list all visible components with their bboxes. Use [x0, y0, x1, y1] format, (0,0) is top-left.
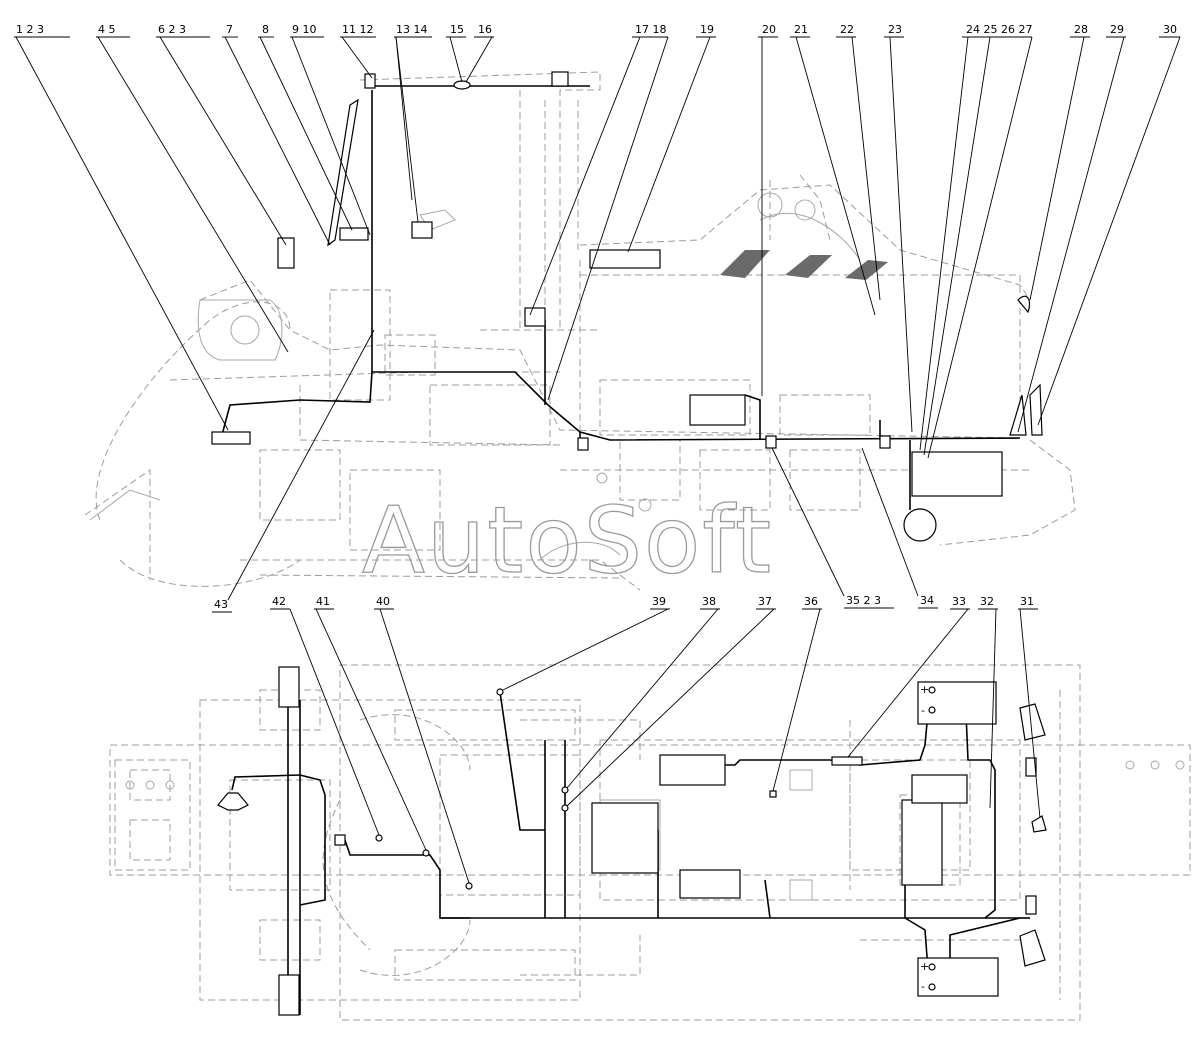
- connector-b: [765, 435, 777, 449]
- watermark-text: AutoSoft: [362, 487, 773, 594]
- dome-lamp: [453, 80, 471, 90]
- horn: [903, 508, 937, 542]
- battery-terminals: + - + -: [920, 683, 936, 993]
- callout-35-2-3: 35 2 3: [846, 594, 881, 607]
- terminal-plus-1: +: [920, 683, 929, 696]
- horn-top: [1031, 815, 1047, 833]
- compressor: [911, 774, 968, 804]
- node-36: [769, 790, 777, 798]
- callout-31: 31: [1020, 595, 1034, 608]
- front-lamp: [1029, 383, 1043, 436]
- node-42: [375, 834, 383, 842]
- front-marker-upper: [1025, 757, 1037, 777]
- cab-lamp: [277, 237, 295, 269]
- callout-28: 28: [1074, 23, 1088, 36]
- headlamp-front: [1017, 295, 1031, 314]
- front-marker-lower: [1025, 895, 1037, 915]
- callout-40: 40: [376, 595, 390, 608]
- callout-34: 34: [920, 594, 934, 607]
- callout-21: 21: [794, 23, 808, 36]
- rear-lamp-pair: [217, 792, 249, 811]
- front-headlamp-left: [1019, 929, 1046, 967]
- terminal-minus-2: -: [921, 980, 925, 993]
- leader-lines-top: [15, 36, 1181, 459]
- node-40: [465, 882, 473, 890]
- callouts-middle: 43 35 2 3 34: [212, 329, 938, 613]
- callout-33: 33: [952, 595, 966, 608]
- callout-30: 30: [1163, 23, 1177, 36]
- callout-29: 29: [1110, 23, 1124, 36]
- callout-8: 8: [262, 23, 269, 36]
- callout-6-2-3: 6 2 3: [158, 23, 186, 36]
- rear-axle-lamp: [278, 974, 300, 1016]
- connector-a: [577, 437, 589, 451]
- front-headlamp-right: [1019, 703, 1046, 741]
- starter: [689, 394, 746, 426]
- connector-c: [879, 435, 891, 449]
- callout-43: 43: [214, 598, 228, 611]
- connector-top: [334, 834, 346, 846]
- control-unit: [591, 802, 659, 874]
- callout-16: 16: [478, 23, 492, 36]
- callout-42: 42: [272, 595, 286, 608]
- roof-module: [551, 71, 569, 87]
- side-view: 1 2 3 4 5 6 2 3 7 8 9 10 11 12 13 14 15 …: [14, 23, 1181, 591]
- battery-rear: [917, 957, 999, 997]
- node-41: [422, 849, 430, 857]
- callout-17-18: 17 18: [635, 23, 667, 36]
- control-box: [524, 307, 546, 327]
- callout-11-12: 11 12: [342, 23, 374, 36]
- callout-4-5: 4 5: [98, 23, 116, 36]
- relay-33: [831, 756, 863, 766]
- callout-20: 20: [762, 23, 776, 36]
- air-cleaner: [589, 249, 661, 269]
- switch-panel: [411, 221, 433, 239]
- wiper-motor: [339, 227, 369, 241]
- main-harness-side: [221, 85, 1021, 510]
- terminal-minus-1: -: [921, 704, 925, 717]
- battery-box: [911, 451, 1003, 497]
- callout-13-14: 13 14: [396, 23, 428, 36]
- fuse-box: [659, 754, 726, 786]
- terminal-plus-2: +: [920, 960, 929, 973]
- node-39: [496, 688, 504, 696]
- callout-38: 38: [702, 595, 716, 608]
- alternator: [901, 799, 943, 886]
- callout-39: 39: [652, 595, 666, 608]
- callout-36: 36: [804, 595, 818, 608]
- callout-22: 22: [840, 23, 854, 36]
- callout-23: 23: [888, 23, 902, 36]
- starter-top: [679, 869, 741, 899]
- callout-15: 15: [450, 23, 464, 36]
- callout-1-2-3: 1 2 3: [16, 23, 44, 36]
- callout-19: 19: [700, 23, 714, 36]
- callout-32: 32: [980, 595, 994, 608]
- callouts-bottom: 42 41 40 39 38 37 36 33 32 31: [270, 595, 1041, 884]
- components-side: [211, 71, 1043, 542]
- front-axle-lamp: [278, 666, 300, 708]
- engine-grille-hatch: [720, 250, 888, 280]
- node-38: [561, 786, 569, 794]
- callout-24-27: 24 25 26 27: [966, 23, 1032, 36]
- rear-lamp-left: [211, 431, 251, 445]
- components-top: [217, 666, 1047, 1016]
- callout-9-10: 9 10: [292, 23, 317, 36]
- callout-37: 37: [758, 595, 772, 608]
- roof-light: [364, 73, 376, 89]
- top-view: + - + - 42 41 40 39 38 37 36 33 32 31: [109, 595, 1191, 1021]
- wiper-arm: [327, 98, 359, 247]
- callouts-top: 1 2 3 4 5 6 2 3 7 8 9 10 11 12 13 14 15 …: [16, 23, 1177, 36]
- turn-signal: [1009, 394, 1027, 436]
- callout-41: 41: [316, 595, 330, 608]
- node-37: [561, 804, 569, 812]
- callout-7: 7: [226, 23, 233, 36]
